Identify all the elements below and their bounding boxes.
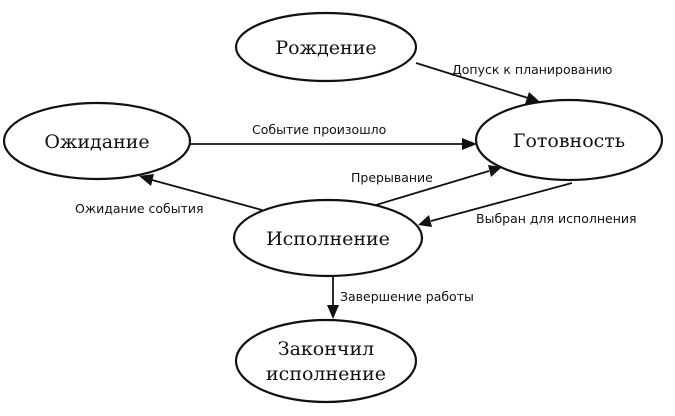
edge-dispatch-label: Выбран для исполнения [476, 211, 637, 226]
node-running: Исполнение [232, 198, 424, 278]
edge-exit-label: Завершение работы [340, 289, 474, 304]
node-ready: Готовность [474, 98, 664, 182]
arrowhead-admit [525, 92, 540, 104]
node-birth: Рождение [234, 11, 418, 83]
node-finished-label-line1: Закончил [278, 338, 374, 360]
edge-interrupt [375, 170, 490, 206]
edge-admit-label: Допуск к планированию [452, 62, 612, 77]
arrowhead-dispatch [418, 215, 432, 227]
edge-dispatch [430, 182, 573, 222]
arrowhead-interrupt [488, 165, 502, 177]
node-waiting-label: Ожидание [44, 131, 149, 153]
node-ready-label: Готовность [513, 130, 625, 152]
arrowhead-event-occurred [462, 138, 477, 150]
arrowhead-wait-event [139, 174, 154, 186]
edge-wait-event [151, 179, 263, 211]
edge-admit [415, 62, 529, 99]
node-waiting: Ожидание [2, 101, 192, 181]
edge-wait-event-label: Ожидание события [75, 201, 204, 216]
node-finished: Закончил исполнение [234, 318, 418, 404]
edge-interrupt-label: Прерывание [351, 170, 433, 185]
edge-event-occurred-label: Событие произошло [252, 122, 386, 137]
node-birth-label: Рождение [275, 37, 376, 59]
arrowhead-exit [327, 305, 339, 319]
node-finished-label-line2: исполнение [266, 363, 386, 385]
node-running-label: Исполнение [266, 228, 390, 250]
